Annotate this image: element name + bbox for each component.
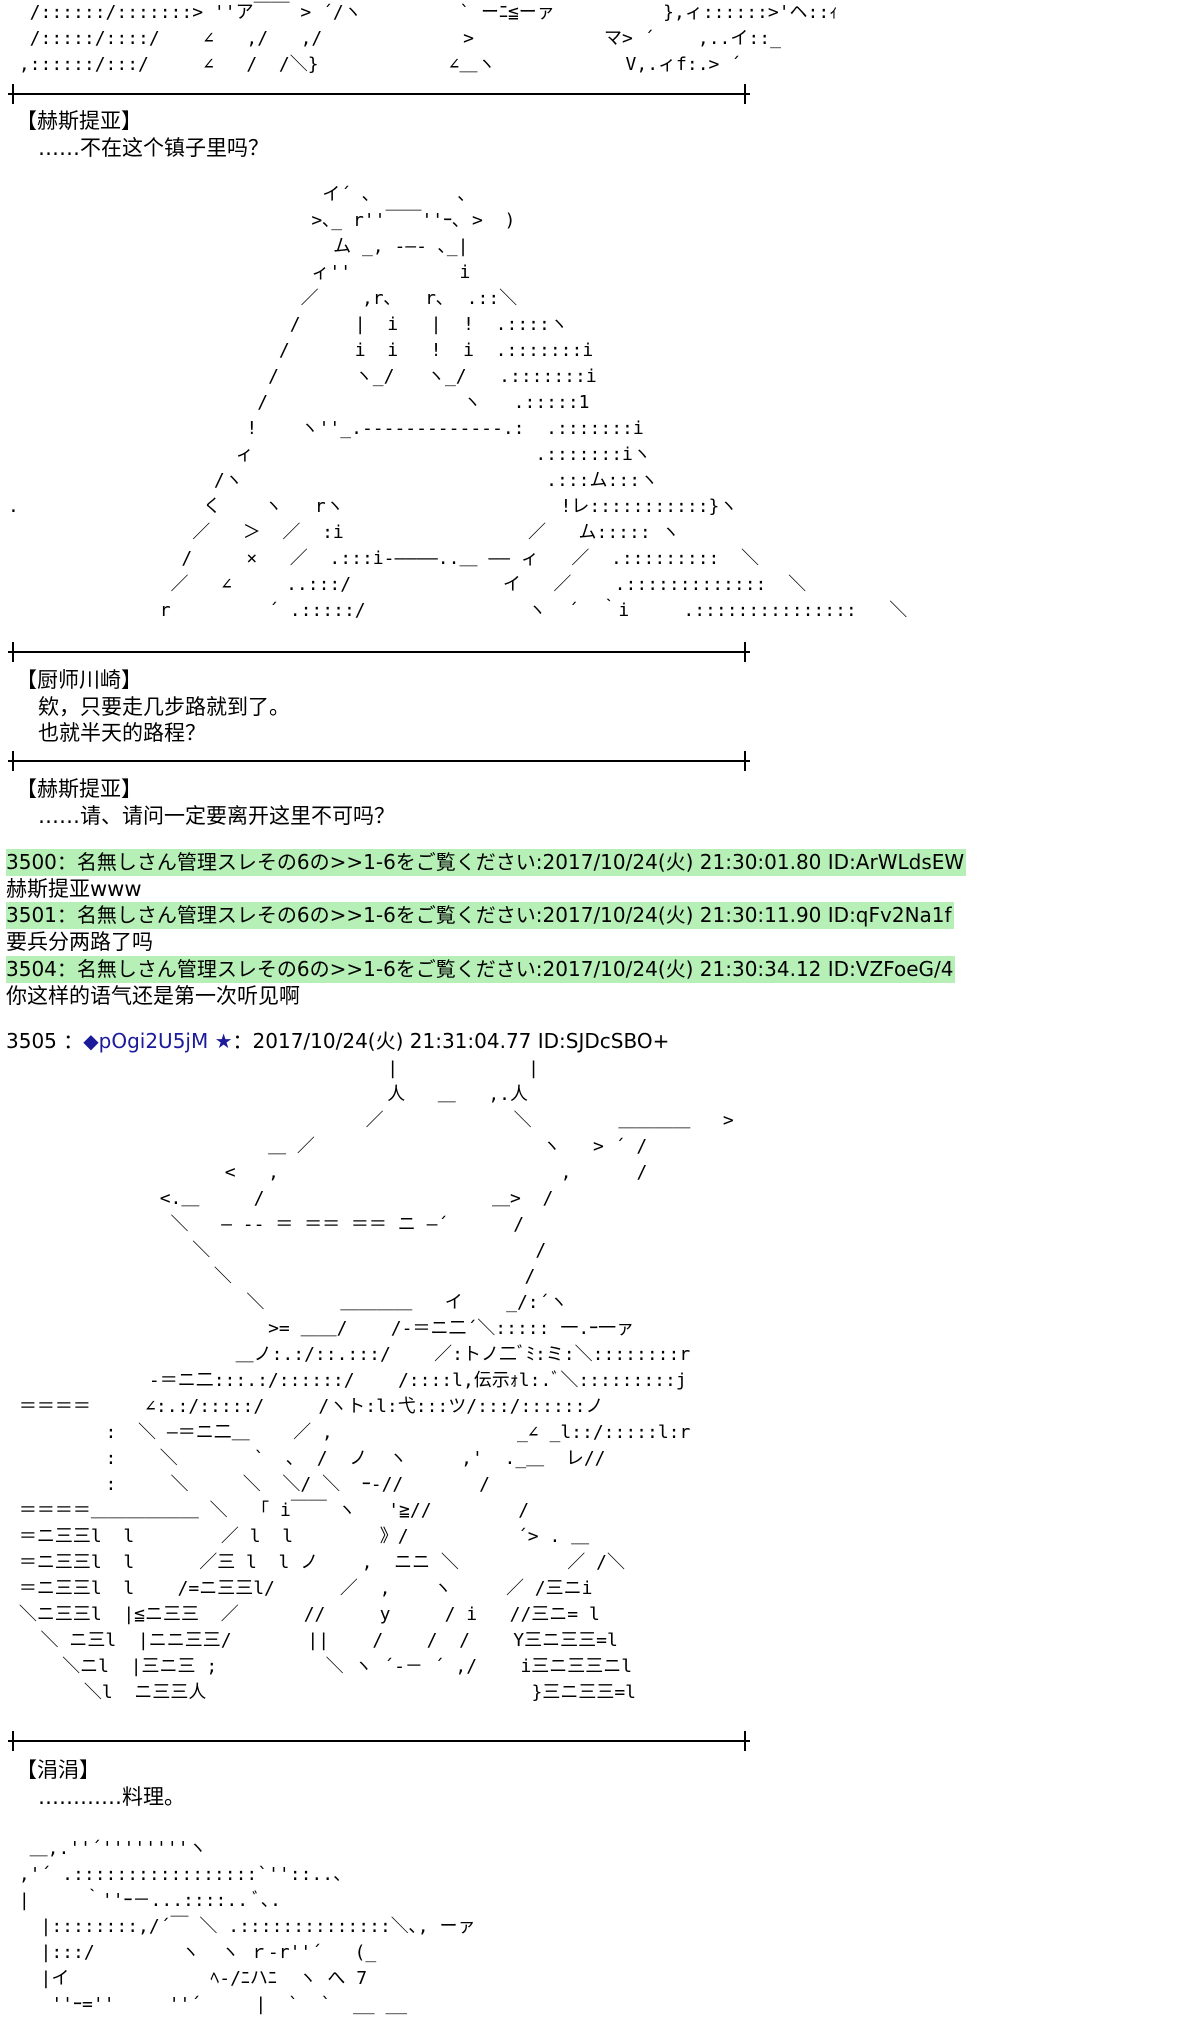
separator-rule xyxy=(8,642,750,662)
dialogue-line: …………料理。 xyxy=(38,1785,185,1809)
main-post-header: 3505 ：◆pOgi2U5jM ★：2017/10/24(火) 21:31:0… xyxy=(6,1028,669,1055)
separator-rule xyxy=(8,1731,750,1751)
separator-rule xyxy=(8,751,750,771)
poster-trip-link[interactable]: ◆pOgi2U5jM ★ xyxy=(83,1029,233,1053)
post-header: 3504：名無しさん管理スレその6の>>1-6をご覧ください:2017/10/2… xyxy=(6,956,956,983)
ascii-art-hooded-figure: イ´ ､ ､ >､_ r''￣￣''ｰ､ > ) ム _, -―- ､_| ィ'… xyxy=(8,184,908,621)
post-header: 3500：名無しさん管理スレその6の>>1-6をご覧ください:2017/10/2… xyxy=(6,849,967,876)
speaker-name: 【涓涓】 xyxy=(16,1758,100,1782)
post-header: 3501：名無しさん管理スレその6の>>1-6をご覧ください:2017/10/2… xyxy=(6,902,954,929)
speaker-name: 【厨师川崎】 xyxy=(16,668,142,692)
separator-rule xyxy=(8,84,750,104)
dialogue-line: 也就半天的路程？ xyxy=(38,721,206,745)
post-number: 3505 ： xyxy=(6,1029,84,1053)
ascii-art-cook-figure: | | 人 ＿ ,.人 ／ ＼ ＿＿＿＿ > ＿ ／ ヽ > ´ / xyxy=(18,1058,734,1703)
ascii-art-bottom: ＿,.''´''''''''ヽ ,'´ .:::::::::::::::::`'… xyxy=(18,1838,476,2015)
post-body: 要兵分两路了吗 xyxy=(6,930,153,954)
speaker-name: 【赫斯提亚】 xyxy=(16,777,142,801)
dialogue-line: 欸，只要走几步路就到了。 xyxy=(38,695,290,719)
dialogue-line: ……不在这个镇子里吗？ xyxy=(38,136,269,160)
post-body: 你这样的语气还是第一次听见啊 xyxy=(6,984,300,1008)
post-body: 赫斯提亚www xyxy=(6,877,142,901)
dialogue-line: ……请、请问一定要离开这里不可吗？ xyxy=(38,804,395,828)
ascii-art-top: /::::::/:::::::> ''ア￣￣ > ´/ヽ ` ーﾆ≦ーァ },ィ… xyxy=(18,2,839,75)
post-meta: ：2017/10/24(火) 21:31:04.77 ID:SJDcSBO+ xyxy=(232,1029,670,1053)
speaker-name: 【赫斯提亚】 xyxy=(16,109,142,133)
